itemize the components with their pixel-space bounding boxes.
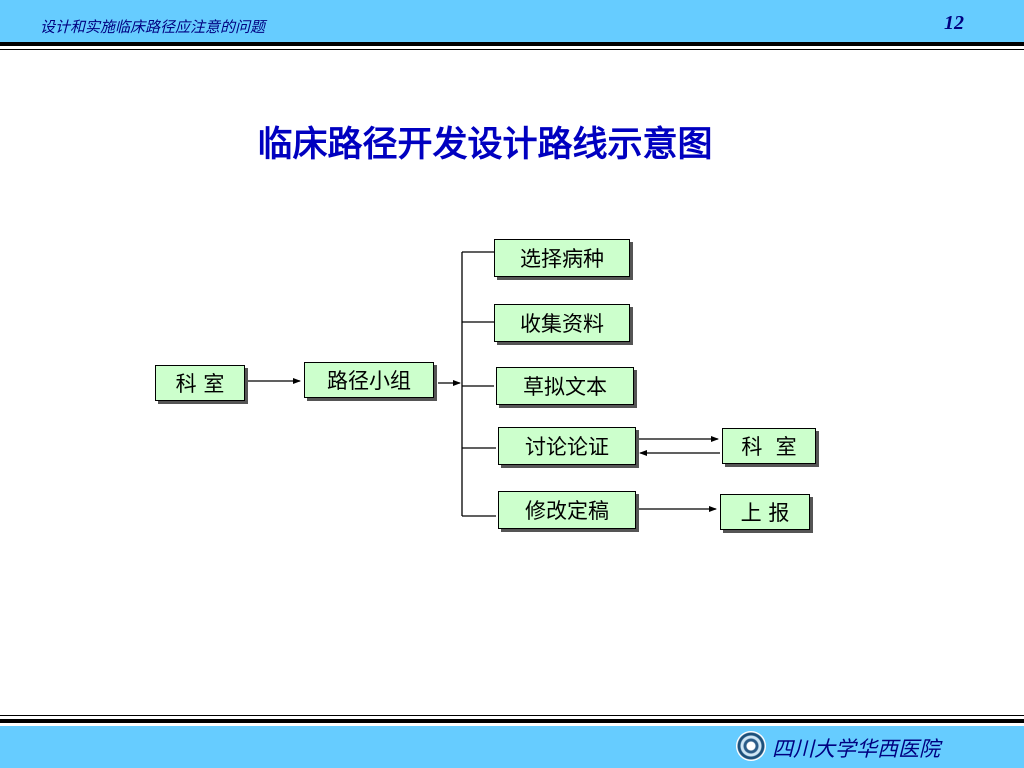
university-seal-icon (736, 731, 766, 761)
institution-name: 四川大学华西医院 (772, 737, 940, 761)
page-number: 12 (944, 12, 964, 34)
footer-rule-thin (0, 715, 1024, 716)
node-finalize: 修改定稿 (498, 491, 636, 529)
node-draft-text: 草拟文本 (496, 367, 634, 405)
footer-bar (0, 726, 1024, 768)
header-rule-thick (0, 42, 1024, 46)
node-report: 上 报 (720, 494, 810, 530)
slide-title: 临床路径开发设计路线示意图 (257, 125, 713, 165)
header-bar (0, 0, 1024, 42)
header-title: 设计和实施临床路径应注意的问题 (40, 18, 266, 36)
node-collect-data: 收集资料 (494, 304, 630, 342)
footer-rule-thick (0, 719, 1024, 723)
node-select-disease: 选择病种 (494, 239, 630, 277)
node-dept-start: 科 室 (155, 365, 245, 401)
node-dept-review: 科 室 (722, 428, 816, 464)
node-discuss: 讨论论证 (498, 427, 636, 465)
header-rule-thin (0, 49, 1024, 50)
node-path-team: 路径小组 (304, 362, 434, 398)
